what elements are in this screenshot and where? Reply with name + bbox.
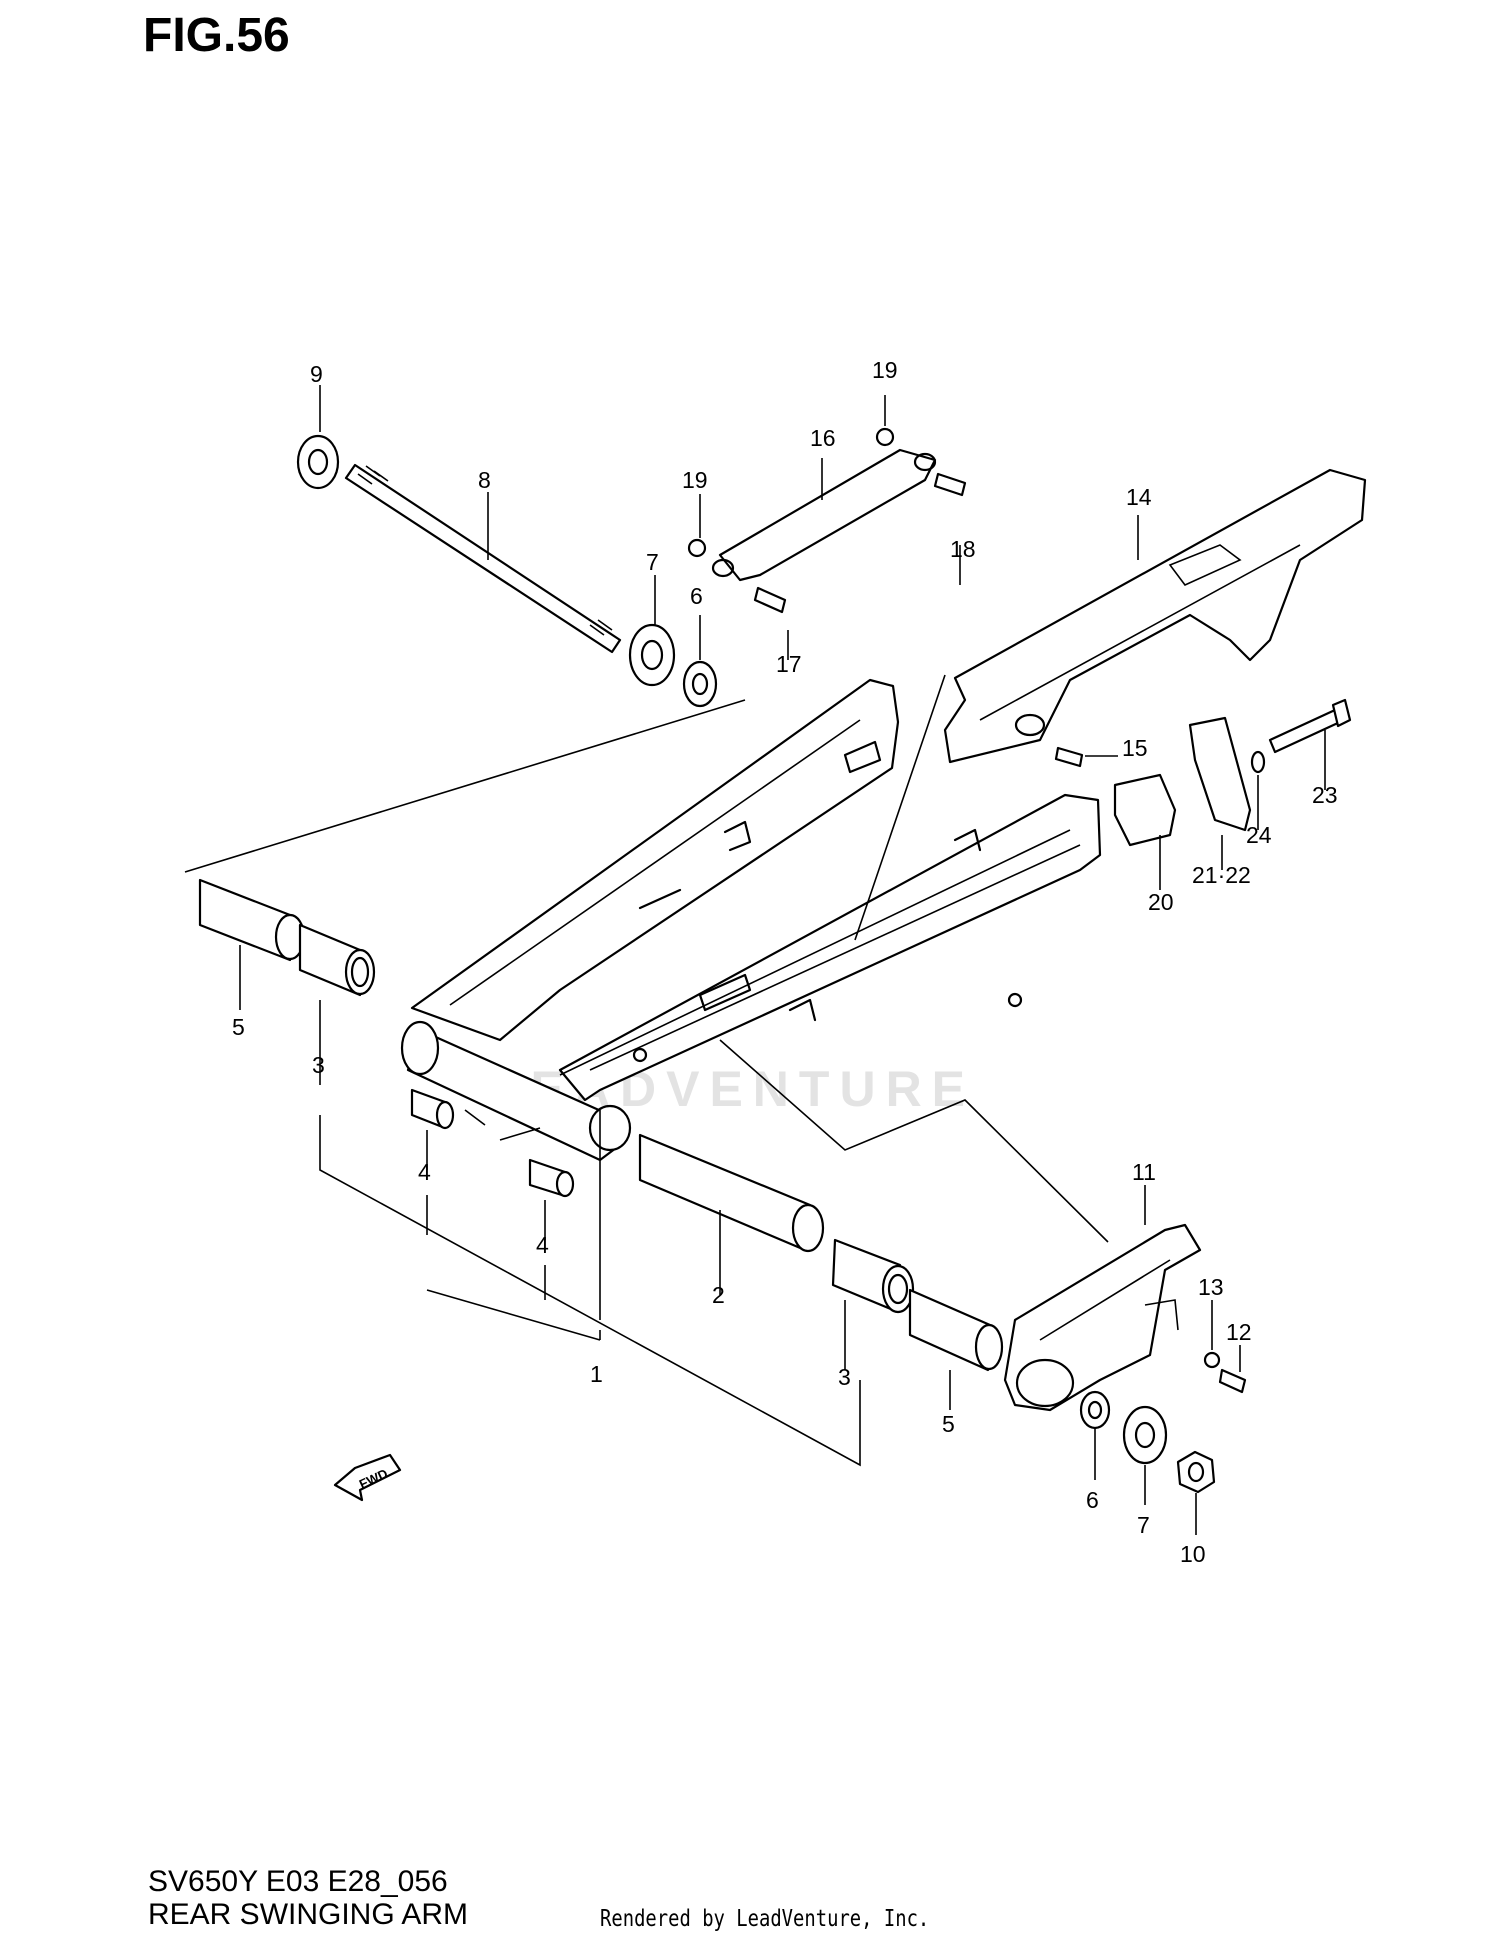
callout-7: 7: [646, 549, 659, 575]
nut-13: [1203, 1351, 1221, 1369]
nut-19-right: [875, 427, 895, 447]
callout-24: 24: [1246, 822, 1272, 848]
callout-4-lower: 4: [536, 1232, 549, 1258]
callout-12: 12: [1226, 1319, 1252, 1345]
callout-2: 2: [712, 1282, 725, 1308]
bolt-12: [1218, 1368, 1247, 1394]
callout-18: 18: [950, 536, 976, 562]
figure-title: FIG.56: [143, 9, 290, 62]
washer-right-small: [1079, 1390, 1111, 1430]
model-code: SV650Y E03 E28_056: [148, 1865, 448, 1898]
callout-17: 17: [776, 651, 802, 677]
callout-11: 11: [1132, 1159, 1156, 1185]
bolt-17: [753, 586, 787, 614]
chain-guard-brace: [718, 448, 937, 582]
washer-right: [1122, 1405, 1168, 1465]
callout-8: 8: [478, 467, 491, 493]
swing-arm: [184, 674, 1109, 1243]
callout-9: 9: [310, 361, 323, 387]
callout-20: 20: [1148, 889, 1174, 915]
callout-15: 15: [1122, 735, 1148, 761]
chain-guard: [943, 468, 1367, 764]
callout-19-right: 19: [872, 357, 898, 383]
chain-adjuster-cover: [1188, 716, 1252, 832]
right-bearings: [638, 1133, 1004, 1372]
adjuster-plate: [1113, 773, 1177, 847]
left-bearings: [198, 878, 575, 1198]
callout-7-right: 7: [1137, 1512, 1150, 1538]
bolt-18: [933, 472, 967, 497]
axle-nut: [1176, 1450, 1216, 1494]
adjuster-washer: [1250, 750, 1266, 774]
callout-4-upper: 4: [418, 1159, 431, 1185]
callout-5-left: 5: [232, 1014, 245, 1040]
section-name: REAR SWINGING ARM: [148, 1898, 469, 1931]
callout-13: 13: [1198, 1274, 1224, 1300]
spacer-left: [682, 660, 718, 708]
callout-6-right: 6: [1086, 1487, 1099, 1513]
callout-3-right: 3: [838, 1364, 851, 1390]
callout-19-left: 19: [682, 467, 708, 493]
pivot-nut: [296, 434, 340, 490]
bolt-15: [1054, 746, 1084, 768]
nut-19-left: [687, 538, 707, 558]
render-credit: Rendered by LeadVenture, Inc.: [600, 1906, 930, 1932]
callout-21-22: 21·22: [1192, 862, 1251, 888]
washer-left: [628, 623, 676, 687]
pivot-shaft: [344, 463, 622, 654]
callout-10: 10: [1180, 1541, 1206, 1567]
callout-16: 16: [810, 425, 836, 451]
callout-3-left: 3: [312, 1052, 325, 1078]
callout-6: 6: [690, 583, 703, 609]
callout-14: 14: [1126, 484, 1152, 510]
callout-5-right: 5: [942, 1411, 955, 1437]
callout-leaders: [239, 385, 1326, 1535]
fwd-arrow: FWD: [333, 1453, 402, 1502]
callout-23: 23: [1312, 782, 1338, 808]
callout-1: 1: [590, 1361, 603, 1387]
adjuster-bolt: [1268, 708, 1342, 754]
